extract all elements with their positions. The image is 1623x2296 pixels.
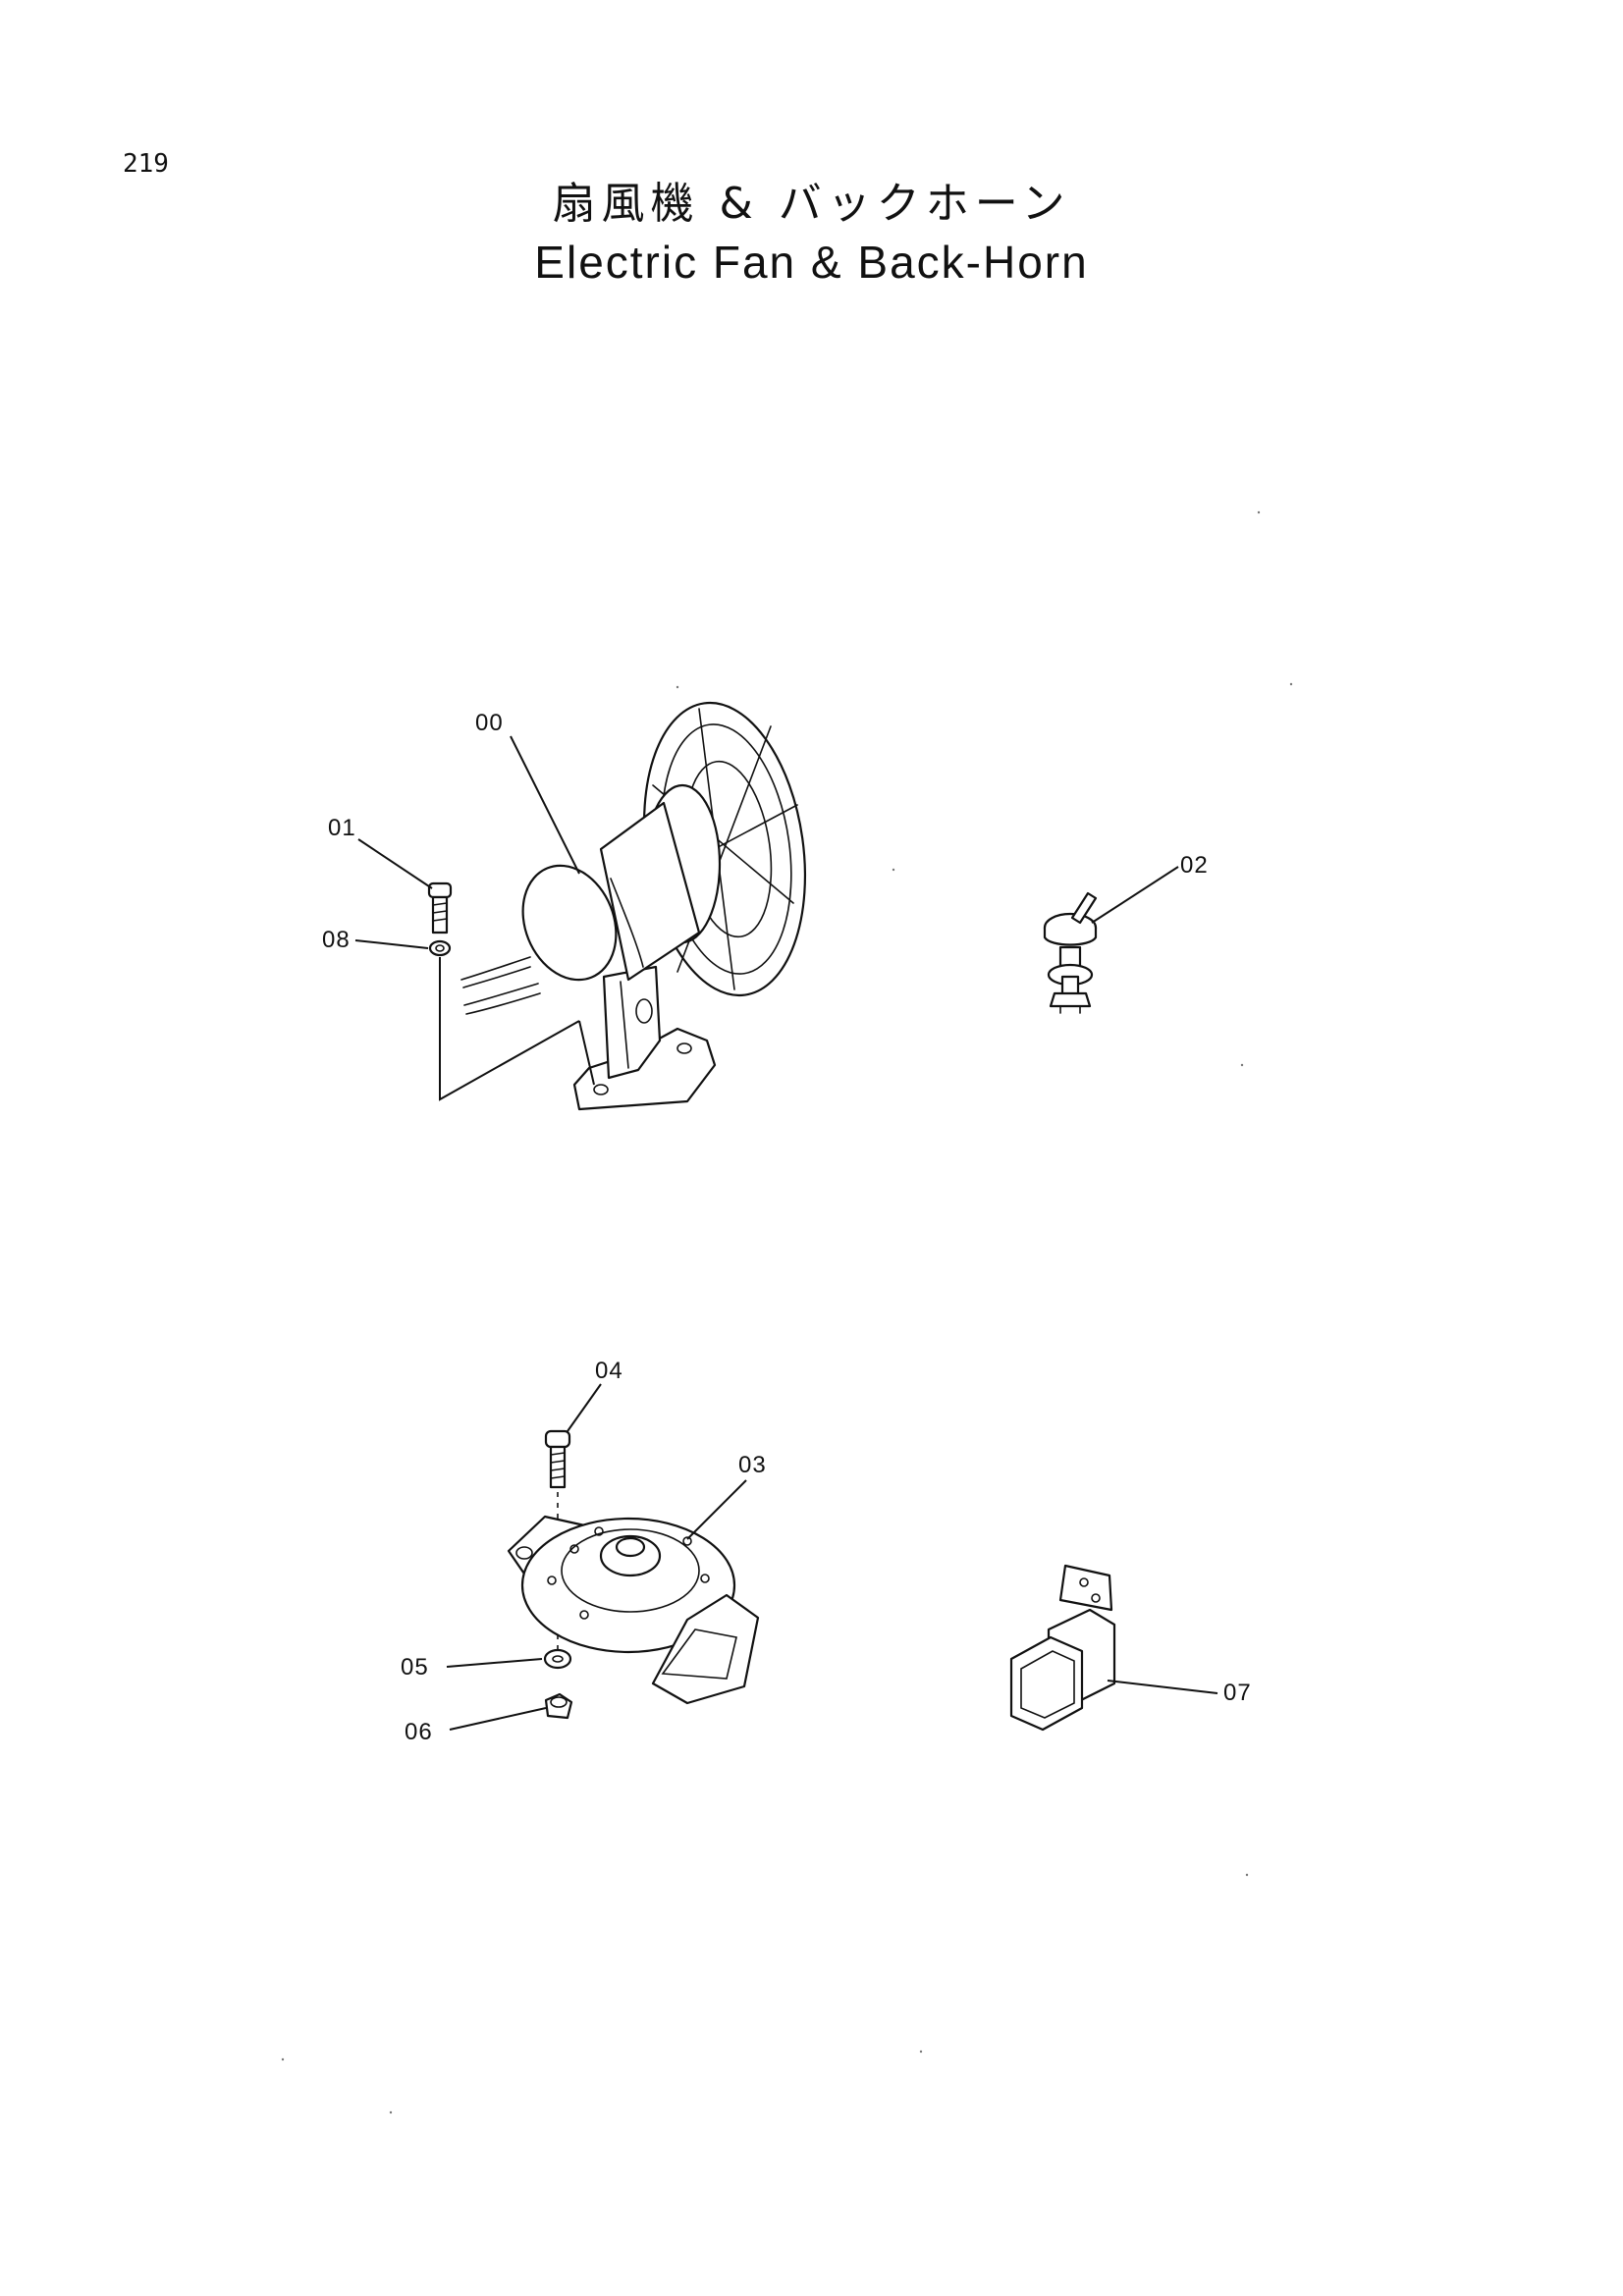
back-horn-assembly [507,1429,760,1720]
buzzer-horn [1009,1564,1116,1732]
callout-00: 00 [475,710,504,736]
leader-lines [354,735,1218,1731]
title-japanese: 扇風機 & バックホーン [552,179,1071,229]
toggle-switch [1043,891,1098,1014]
callout-06: 06 [405,1719,433,1745]
callout-02: 02 [1180,852,1209,879]
callout-01: 01 [328,815,356,841]
title-english: Electric Fan & Back-Horn [534,237,1089,288]
page-title: 扇風機 & バックホーン Electric Fan & Back-Horn [0,175,1623,291]
callout-04: 04 [595,1358,623,1384]
callout-07: 07 [1223,1680,1252,1706]
electric-fan-assembly [427,701,807,1111]
callout-03: 03 [738,1452,767,1478]
callout-08: 08 [322,927,351,953]
page-number: 219 [123,149,169,179]
callout-05: 05 [401,1654,429,1681]
